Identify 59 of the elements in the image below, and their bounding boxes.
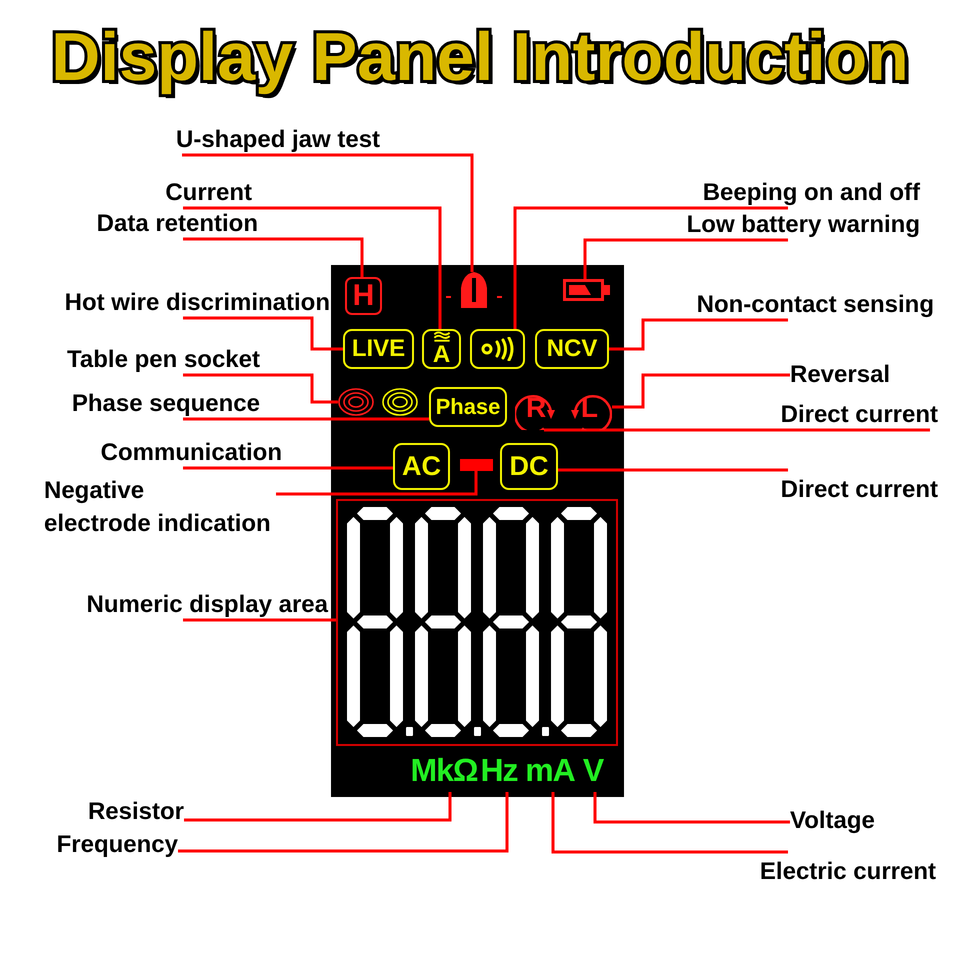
callout-label: Reversal <box>790 360 916 390</box>
callout-label: Data retention <box>44 209 258 239</box>
indicator-box: H <box>345 277 382 315</box>
socket-icon <box>338 388 374 416</box>
minus-bar <box>460 459 493 471</box>
direction-letter: R <box>526 394 546 422</box>
callout-label: U-shaped jaw test <box>176 125 438 155</box>
indicator-box: LIVE <box>343 329 414 369</box>
callout-label: Direct current <box>738 400 938 430</box>
leader-line <box>183 316 343 350</box>
indicator-letter: A <box>432 343 450 367</box>
leader-line <box>514 206 788 329</box>
callout-label: Direct current <box>738 470 938 510</box>
callout-label: Negative electrode indication <box>44 474 276 540</box>
indicator-box: DC <box>500 443 558 490</box>
callout-label: Hot wire discrimination <box>2 288 330 318</box>
indicator-box: NCV <box>535 329 609 369</box>
callout-label: Beeping on and off <box>638 178 920 208</box>
callout-label: Phase sequence <box>26 389 260 419</box>
callout-label: Voltage <box>790 806 906 836</box>
indicator-box: Phase <box>429 387 507 427</box>
leader-line <box>558 468 788 472</box>
leader-line <box>183 238 364 277</box>
leader-line <box>276 471 478 496</box>
callout-label: Current <box>130 178 252 208</box>
leader-line <box>178 792 508 852</box>
callout-label: Resistor <box>66 797 184 827</box>
leader-line <box>184 792 452 822</box>
indicator-box <box>422 329 461 369</box>
leader-line <box>552 792 788 854</box>
leader-line <box>584 238 788 279</box>
leader-line <box>183 374 338 404</box>
leader-line <box>594 792 790 824</box>
unit-label: Hz <box>478 748 520 792</box>
callout-label: Frequency <box>24 830 178 860</box>
page-title: Display Panel Introduction <box>50 22 910 92</box>
leader-line <box>183 206 442 329</box>
callout-label: Non-contact sensing <box>632 290 934 320</box>
unit-label: V <box>580 748 606 792</box>
leader-line <box>612 374 790 408</box>
callout-label: Communication <box>48 438 282 468</box>
leader-line <box>182 154 474 272</box>
leader-line <box>609 318 788 350</box>
callout-label: Numeric display area <box>18 590 328 620</box>
indicator-box <box>470 329 525 369</box>
indicator-box: AC <box>393 443 450 490</box>
direction-letter: L <box>580 394 598 422</box>
jaw-icon <box>443 272 505 308</box>
battery-icon <box>563 279 611 301</box>
callout-label: Low battery warning <box>618 210 920 240</box>
leader-line <box>183 418 429 420</box>
leader-line <box>544 428 930 432</box>
callout-label: Electric current <box>716 852 936 892</box>
leader-line <box>183 466 393 470</box>
unit-label: mA <box>520 748 580 792</box>
socket-icon <box>382 388 418 416</box>
leader-line <box>183 618 336 622</box>
callout-label: Table pen socket <box>10 345 260 375</box>
unit-label: MkΩ <box>410 748 478 792</box>
